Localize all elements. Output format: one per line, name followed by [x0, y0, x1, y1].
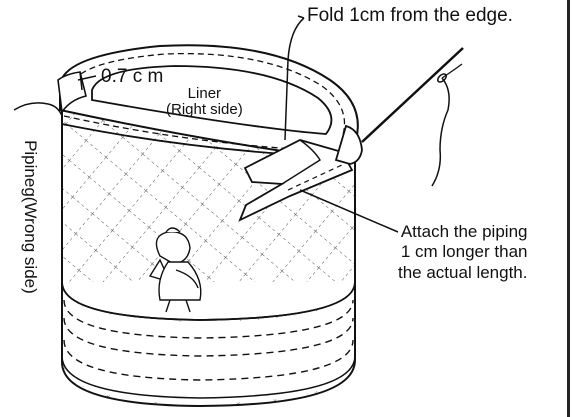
attach-line-2: 1 cm longer than: [400, 242, 528, 262]
liner-title: Liner: [187, 85, 222, 102]
rim-inner: [91, 65, 333, 135]
needle: [361, 47, 464, 143]
rim-stitch-front: [63, 115, 347, 153]
thread-tail: [441, 63, 463, 79]
piping-strip: [238, 139, 354, 222]
rim-left-end: [57, 71, 87, 115]
bottom-band-fill: [63, 284, 354, 404]
stitch-line-3: [63, 339, 354, 381]
piping-label: Pipineg(Wrong side): [20, 140, 40, 294]
rim-stitch-outer: [69, 52, 346, 139]
fold-leader: [284, 17, 305, 141]
stitch-line-1: [63, 299, 354, 339]
measure-label: 0.7 c m: [101, 66, 164, 87]
attach-label: Attach the piping 1 cm longer than the a…: [398, 222, 527, 283]
liner-label: Liner (Right side): [166, 85, 243, 119]
thread: [431, 77, 450, 187]
sunbonnet-figure: [148, 227, 202, 313]
attach-line-3: the actual length.: [398, 262, 528, 282]
piping-stitch: [287, 163, 345, 191]
piping-leader: [13, 102, 63, 117]
rim-right-end: [334, 124, 363, 165]
measure-arrow-a: [79, 71, 83, 91]
attach-leader: [299, 189, 399, 233]
bottom-band-top-line: [61, 281, 356, 321]
basket-bottom: [61, 359, 356, 408]
fold-leader-hook: [297, 15, 305, 19]
attach-line-1: Attach the piping: [400, 222, 528, 241]
liner-subtitle: (Right side): [166, 101, 243, 119]
frame-right-border: [567, 0, 570, 417]
stitch-line-2: [63, 317, 354, 357]
fold-label: Fold 1cm from the edge.: [307, 5, 513, 26]
bottom-band-lower: [61, 355, 356, 399]
piping-fold-edge: [281, 139, 321, 185]
